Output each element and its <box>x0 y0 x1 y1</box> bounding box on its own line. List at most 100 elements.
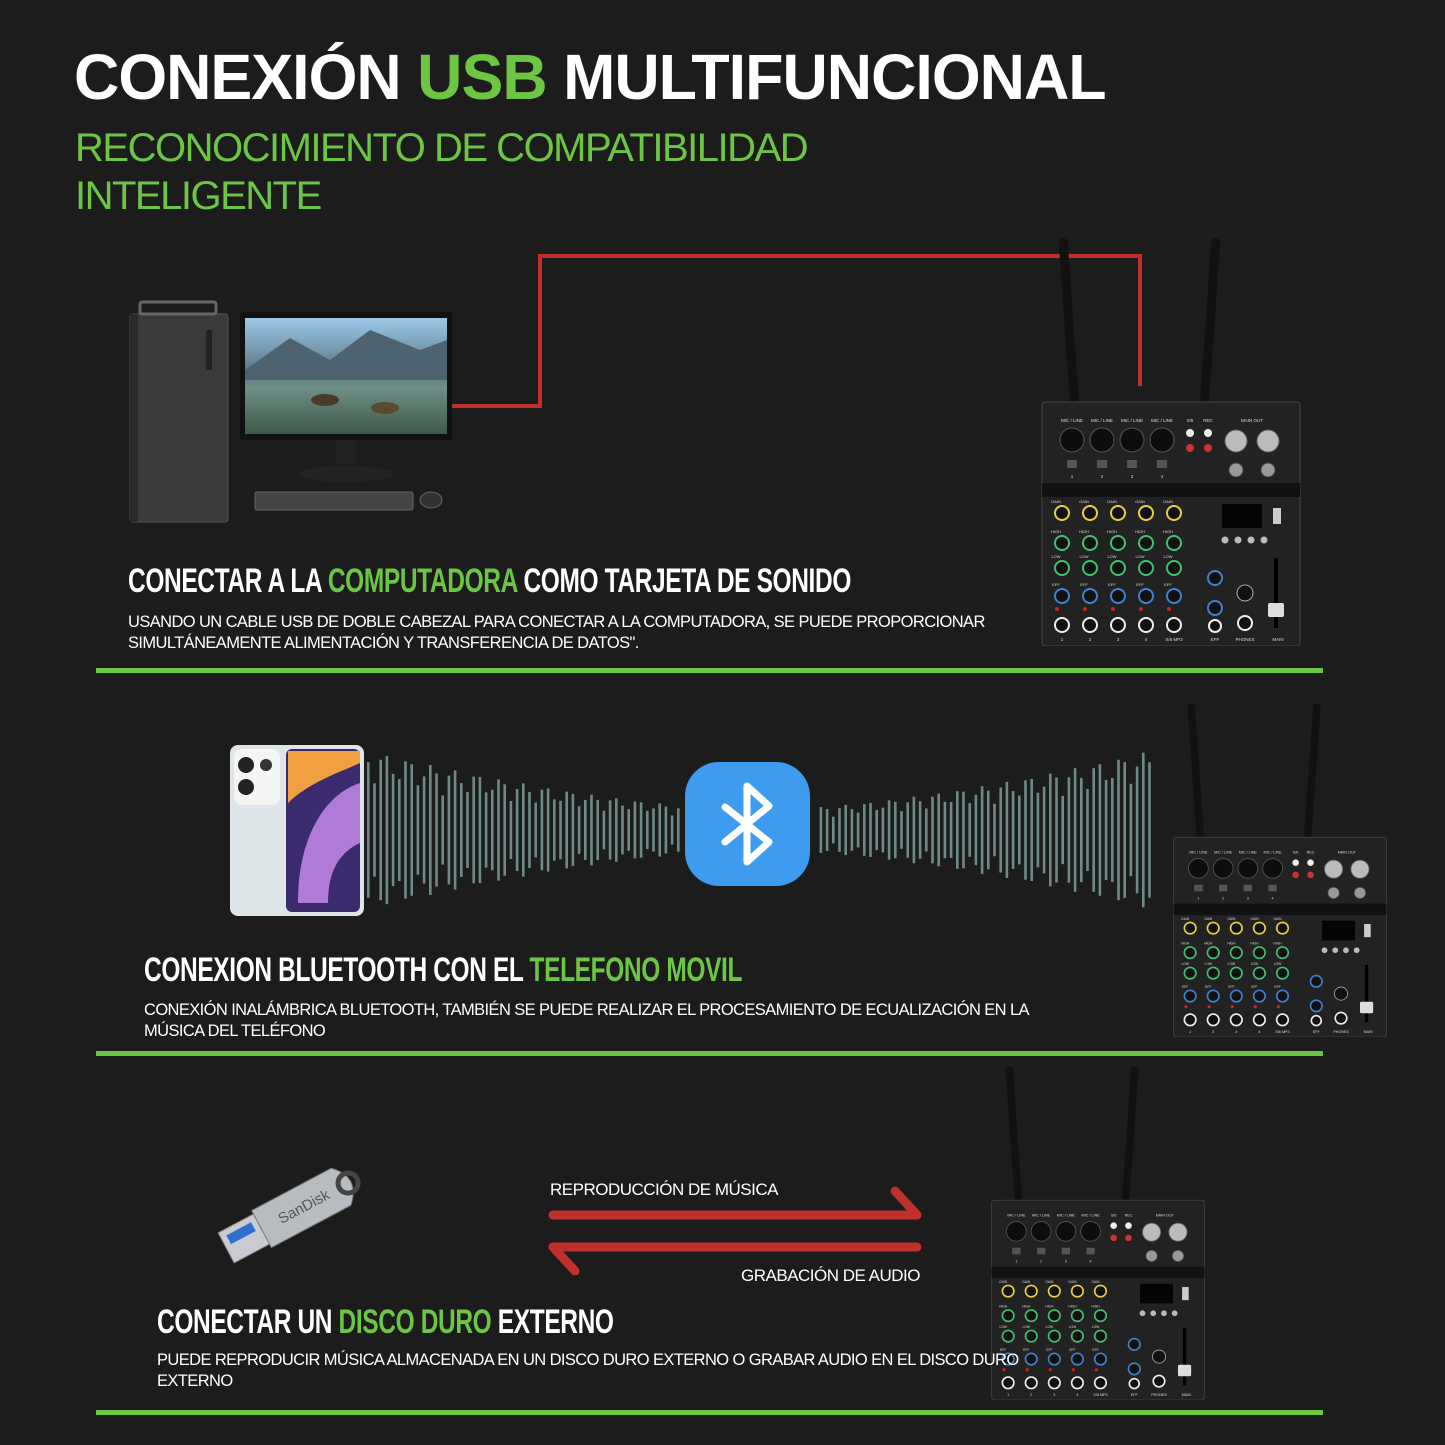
knob <box>1070 1309 1084 1323</box>
mixer-label: EFF <box>1228 985 1234 989</box>
waveform-bar <box>962 791 965 869</box>
knob <box>1166 588 1182 604</box>
knob <box>1024 1329 1038 1343</box>
waveform-bar <box>540 789 544 871</box>
waveform-bar <box>993 803 996 857</box>
waveform-bar <box>460 783 463 877</box>
title-part: CONEXIÓN <box>74 41 418 113</box>
phones-jack <box>1334 986 1349 1001</box>
mixer-label: 3 <box>1117 637 1120 642</box>
knob <box>1252 966 1266 980</box>
knob <box>1110 505 1126 521</box>
combo-jack <box>1149 427 1175 453</box>
waveform-bar <box>1042 786 1046 874</box>
monitor-icon <box>240 312 452 482</box>
section-heading: CONECTAR UN DISCO DURO EXTERNO <box>157 1303 614 1342</box>
mixer-label: EFF <box>1023 1348 1029 1352</box>
waveform-bar <box>819 807 823 853</box>
antenna <box>1304 703 1321 839</box>
knob <box>1047 1376 1061 1390</box>
waveform-bar <box>1135 766 1139 894</box>
hpf-button <box>1086 1247 1095 1255</box>
waveform-bar <box>1148 762 1151 898</box>
mixer-label: HIGH <box>1107 529 1117 534</box>
mixer-label: LOW <box>1092 1325 1100 1329</box>
mouse-icon <box>419 491 443 509</box>
xlr-output <box>1256 429 1280 453</box>
main-fader <box>1364 964 1369 1023</box>
knob <box>1054 617 1070 633</box>
knob <box>1093 1309 1108 1323</box>
phone-icon <box>230 745 364 916</box>
mixer-label: HIGH <box>1135 529 1145 534</box>
mixer-label: LOW <box>999 1325 1007 1329</box>
mixer-label: LOW <box>1107 554 1116 559</box>
knob <box>1138 535 1154 551</box>
mixer-label: EFF <box>1205 985 1211 989</box>
waveform-bar <box>1086 788 1089 872</box>
mixer-label: MIC / LINE <box>1061 418 1083 423</box>
hpf-button <box>1243 884 1252 892</box>
mixer-label: MAIN OUT <box>1156 1214 1175 1218</box>
knob <box>1110 560 1126 576</box>
mixer-label: PHONES <box>1235 637 1254 642</box>
display <box>1140 1283 1174 1304</box>
mixer-label: MIC / LINE <box>1239 851 1258 855</box>
waveform-bar <box>894 801 897 859</box>
knob <box>1183 946 1197 960</box>
mixer-label: 3 <box>1131 474 1134 479</box>
knob <box>1138 505 1154 521</box>
mixer-label: LOW <box>1205 962 1213 966</box>
mixer-label: GAIN <box>1181 917 1190 921</box>
usb-port <box>1364 924 1371 938</box>
mixer-label: EFF <box>1069 1348 1075 1352</box>
mixer-label: GAIN <box>999 1280 1008 1284</box>
mixer-label: 2 <box>1101 474 1104 479</box>
knob <box>1082 560 1098 576</box>
waveform-bar <box>658 803 661 857</box>
waveform-bar <box>522 783 525 877</box>
mixer-label: GAIN <box>1204 917 1213 921</box>
media-button <box>1247 536 1255 544</box>
mixer-label: S/6 MP3 <box>1275 1030 1289 1034</box>
waveform-bar <box>646 810 649 850</box>
combo-jack <box>1089 427 1115 453</box>
xlr-output <box>1224 429 1248 453</box>
mixer-label: S/6 MP3 <box>1093 1393 1107 1397</box>
knob <box>1054 560 1070 576</box>
waveform-bar <box>503 784 506 876</box>
hpf-button <box>1067 460 1077 468</box>
mixer-label: 4 <box>1258 1030 1260 1034</box>
section-body: CONEXIÓN INALÁMBRICA BLUETOOTH, TAMBIÉN … <box>144 1001 1029 1040</box>
mixer-label: 4 <box>1090 1259 1092 1263</box>
main-fader <box>1182 1327 1187 1386</box>
mixer-label: HIGH <box>1022 1305 1031 1309</box>
display <box>1222 504 1262 528</box>
waveform-bar <box>447 775 451 885</box>
waveform-bar <box>534 802 537 858</box>
waveform-bar <box>1092 768 1095 892</box>
knob <box>1127 1362 1141 1376</box>
waveform-bar <box>1067 777 1071 883</box>
knob <box>1183 989 1197 1003</box>
mixer-label: HIGH <box>1181 942 1190 946</box>
knob <box>1047 1309 1061 1323</box>
mixer-label: HIGH <box>1227 942 1236 946</box>
xlr-output <box>1350 859 1370 879</box>
waveform-bar <box>900 811 903 849</box>
waveform-bar <box>466 791 469 869</box>
waveform-bar <box>373 783 376 877</box>
hpf-button <box>1036 1247 1046 1255</box>
media-button <box>1321 947 1328 954</box>
waveform-bar <box>1055 777 1058 883</box>
knob <box>1128 1377 1141 1390</box>
waveform-bar <box>410 764 413 896</box>
mixer-label: PHONES <box>1333 1030 1349 1034</box>
mixer-label: EFF <box>1080 582 1088 587</box>
recording-label: GRABACIÓN DE AUDIO <box>741 1266 920 1285</box>
mixer-label: S/6 <box>1187 418 1194 423</box>
knob <box>1070 1352 1084 1366</box>
